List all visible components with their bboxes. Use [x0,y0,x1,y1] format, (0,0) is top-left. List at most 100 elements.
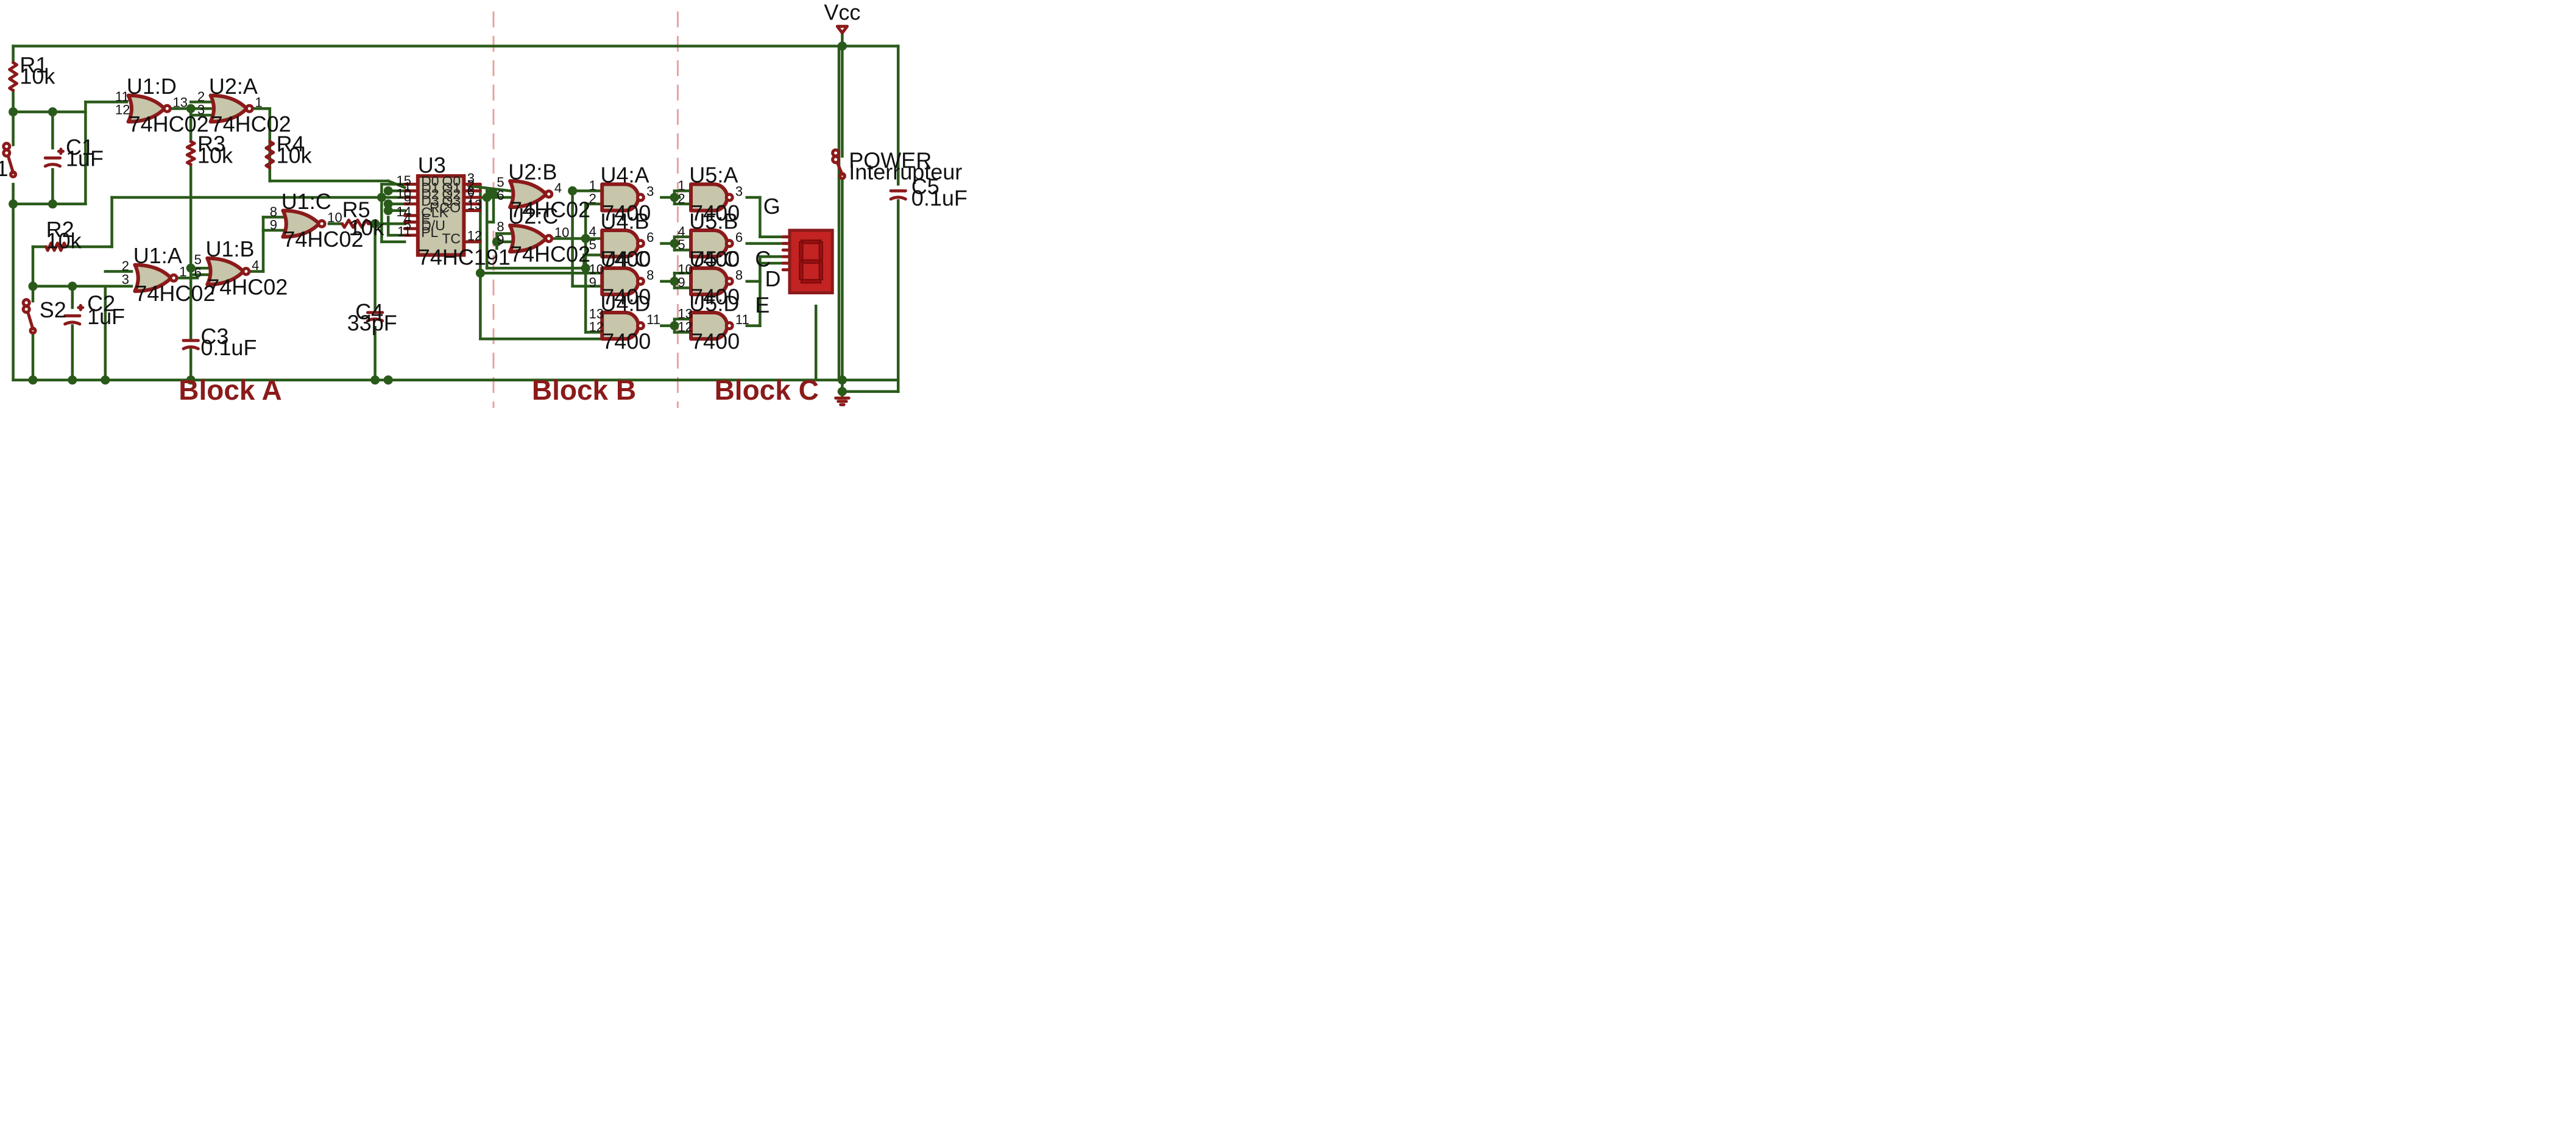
counter-pin-number: 7 [467,191,475,206]
gate-pin-number: 3 [735,183,743,199]
display-segment [799,261,804,280]
counter-pin-number: 13 [467,197,482,212]
gate-pin-number: 12 [589,319,604,334]
capacitor-value-label: 0.1uF [911,186,968,211]
gate-part-label: 74HC02 [211,111,291,136]
switch-ref-label: S2 [40,297,66,322]
nand-gate-bubble [635,321,645,331]
switch-s2-contact [21,305,31,314]
switch-value-label: Interrupteur [849,159,962,184]
junction-dot [492,237,501,247]
capacitor-c5-plate [889,196,907,201]
gate-part-label: 74HC02 [510,241,590,266]
junction-dot [837,375,847,385]
gate-pin-number: 5 [589,237,596,252]
gate-pin-number: 9 [270,218,277,233]
switch-s1-contact [2,148,12,158]
gate-part-label: 7400 [602,200,651,225]
gate-pin-number: 9 [589,275,596,290]
gate-pin-number: 5 [678,237,685,252]
gate-part-label: 7400 [691,246,740,271]
gate-pin-number: 1 [255,95,263,110]
gate-pin-number: 13 [589,306,604,321]
gate-ref-label: U2:B [508,159,557,184]
nor-gate-bubble [317,219,327,228]
gate-pin-number: 13 [173,95,188,110]
capacitor-ref-label: C5 [911,174,939,199]
junction-dot [370,219,380,228]
resistor-value-label: 10k [277,143,313,168]
counter-pin-name: CLK [421,204,448,220]
junction-dot [370,375,380,385]
switch-s1-lever[interactable] [7,155,15,174]
gate-pin-number: 4 [589,224,596,239]
junction-dot [581,234,590,243]
switch-s2-lever[interactable] [26,311,35,331]
nand-gate-bubble [724,321,734,331]
wire-segment [467,184,512,193]
display-segment [799,241,804,261]
gate-pin-number: 11 [115,89,129,104]
capacitor-c3-plate [182,345,200,350]
counter-pin-number: 2 [467,177,475,193]
gate-pin-number: 12 [115,102,130,118]
gate-pin-number: 6 [194,265,202,280]
gate-pin-number: 2 [122,258,129,274]
junction-dot [377,193,386,202]
counter-pin-name: RCO [430,199,461,215]
junction-dot [383,206,393,216]
nor-gate-bubble [169,273,179,283]
segment-label: D [765,266,781,291]
gate-pin-number: 3 [197,102,205,118]
gate-ref-label: U5:B [689,208,738,233]
nand-gate-bubble [635,239,645,249]
nand-gate-bubble [635,277,645,286]
counter-pin-name: E [421,211,430,227]
gate-pin-number: 8 [497,219,504,234]
gate-pin-number: 13 [678,306,692,321]
gate-pin-number: 10 [327,210,342,225]
gate-pin-number: 10 [554,225,569,240]
resistor-r2 [44,241,68,252]
gate-part-label: 74HC02 [135,281,215,306]
nor-gate [205,256,246,287]
gate-pin-number: 3 [646,183,654,199]
gate-pin-number: 6 [497,188,504,203]
switch-ref-label: POWER [849,147,932,172]
capacitor-c2-plate [63,320,82,326]
gate-part-label: 7400 [602,246,651,271]
gate-pin-number: 11 [735,312,749,327]
resistor-value-label: 10k [46,228,82,253]
capacitor-c4-plate [366,317,384,322]
capacitor-c1-plate [43,163,62,168]
segment-label: C [755,246,771,271]
block-label: Block B [532,374,636,406]
resistor-r4 [264,140,275,169]
resistor-value-label: 10k [197,143,233,168]
gate-pin-number: 9 [497,232,504,247]
gate-part-label: 7400 [691,200,740,225]
counter-pin-number: 10 [397,186,411,201]
nor-gate-bubble [162,104,172,113]
gate-pin-number: 8 [270,204,277,219]
switch-power-lever[interactable] [835,161,844,176]
counter-pin-name: PL [421,224,438,240]
counter-pin-name: TC [442,231,461,247]
junction-dot [581,263,590,273]
counter-pin-name: Q1 [442,180,461,196]
resistor-r1 [8,61,19,92]
display-segment [818,261,823,280]
resistor-ref-label: R5 [342,197,370,222]
junction-dot [383,375,393,385]
junction-dot [837,41,847,51]
switch-power-contact [831,155,841,164]
counter-pin-number: 3 [467,171,475,186]
counter-pin-name: D1 [421,180,439,196]
gate-pin-number: 12 [678,319,692,334]
junction-dot [489,189,498,199]
gate-part-label: 74HC02 [207,274,288,299]
display-segment [818,241,823,261]
display-segment [800,259,822,264]
block-label: Block C [715,374,819,406]
